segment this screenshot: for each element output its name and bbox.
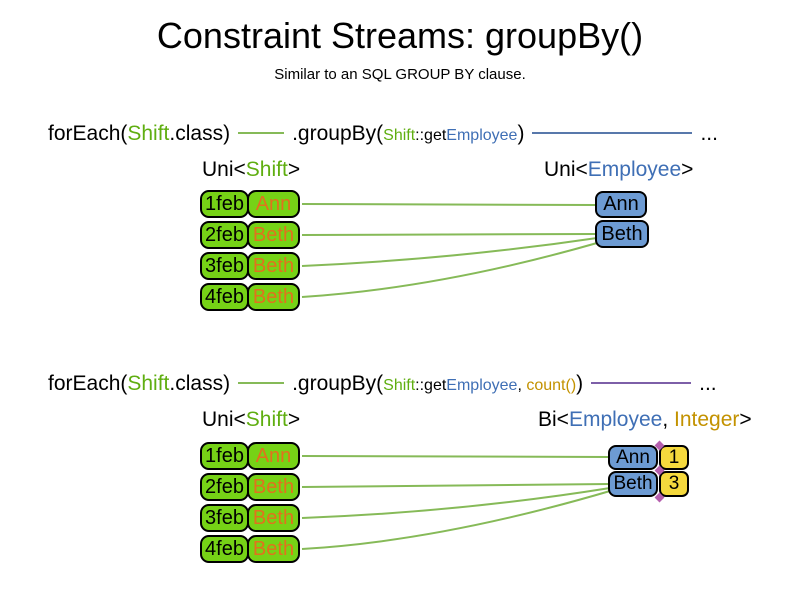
shift-table-2: 1feb Ann 2feb Beth 3feb Beth 4feb Beth <box>200 442 300 563</box>
count-collector-token: count() <box>526 377 577 394</box>
employee-group-box: Beth <box>608 471 658 497</box>
method-ref-class-token: Shift <box>383 377 416 394</box>
uni-shift-label-1: Uni<Shift> <box>202 158 301 181</box>
shift-row: 2feb Beth <box>200 221 300 249</box>
shift-employee-cell: Beth <box>247 252 300 280</box>
shift-row: 2feb Beth <box>200 473 300 501</box>
shift-class-token: Shift <box>127 372 170 395</box>
shift-employee-cell: Beth <box>247 504 300 532</box>
stream-connector-purple <box>591 382 692 384</box>
shift-row: 4feb Beth <box>200 283 300 311</box>
code-line-1: forEach(Shift.class) .groupBy(Shift::getE… <box>48 120 718 150</box>
shift-table-1: 1feb Ann 2feb Beth 3feb Beth 4feb Beth <box>200 190 300 311</box>
shift-date-cell: 2feb <box>200 473 249 501</box>
code-line-2: forEach(Shift.class) .groupBy(Shift::getE… <box>48 370 717 400</box>
foreach-call: forEach(Shift.class) <box>48 122 231 145</box>
shift-row: 4feb Beth <box>200 535 300 563</box>
method-ref-return-token: Employee <box>446 377 518 394</box>
shift-date-cell: 1feb <box>200 190 249 218</box>
method-ref-return-token: Employee <box>446 127 518 144</box>
stream-connector-green <box>238 382 285 384</box>
shift-date-cell: 3feb <box>200 504 249 532</box>
count-value-box: 1 <box>659 445 689 470</box>
page-subtitle: Similar to an SQL GROUP BY clause. <box>274 66 526 83</box>
shift-date-cell: 3feb <box>200 252 249 280</box>
shift-employee-cell: Beth <box>247 283 300 311</box>
uni-shift-label-2: Uni<Shift> <box>202 408 301 431</box>
shift-employee-cell: Beth <box>247 535 300 563</box>
foreach-call: forEach(Shift.class) <box>48 372 231 395</box>
count-value-box: 3 <box>659 471 689 497</box>
shift-employee-cell: Ann <box>247 442 300 470</box>
bi-employee-integer-label: Bi<Employee, Integer> <box>538 408 752 431</box>
shift-employee-cell: Beth <box>247 473 300 501</box>
shift-employee-cell: Beth <box>247 221 300 249</box>
shift-date-cell: 2feb <box>200 221 249 249</box>
page-title: Constraint Streams: groupBy() <box>156 15 644 56</box>
uni-employee-label: Uni<Employee> <box>544 158 694 181</box>
shift-date-cell: 1feb <box>200 442 249 470</box>
shift-row: 3feb Beth <box>200 252 300 280</box>
shift-employee-cell: Ann <box>247 190 300 218</box>
employee-group-box: Beth <box>595 220 649 248</box>
employee-group-box: Ann <box>595 191 647 218</box>
method-ref-class-token: Shift <box>383 127 416 144</box>
shift-row: 3feb Beth <box>200 504 300 532</box>
shift-date-cell: 4feb <box>200 283 249 311</box>
shift-class-token: Shift <box>127 122 170 145</box>
ellipsis: ... <box>699 372 717 395</box>
ellipsis: ... <box>700 122 718 145</box>
stream-connector-blue <box>532 132 693 134</box>
groupby-call: .groupBy(Shift::getEmployee) <box>292 122 525 145</box>
groupby-call: .groupBy(Shift::getEmployee, count()) <box>292 372 584 395</box>
stream-connector-green <box>238 132 285 134</box>
employee-group-box: Ann <box>608 445 658 470</box>
shift-row: 1feb Ann <box>200 190 300 218</box>
shift-row: 1feb Ann <box>200 442 300 470</box>
shift-date-cell: 4feb <box>200 535 249 563</box>
